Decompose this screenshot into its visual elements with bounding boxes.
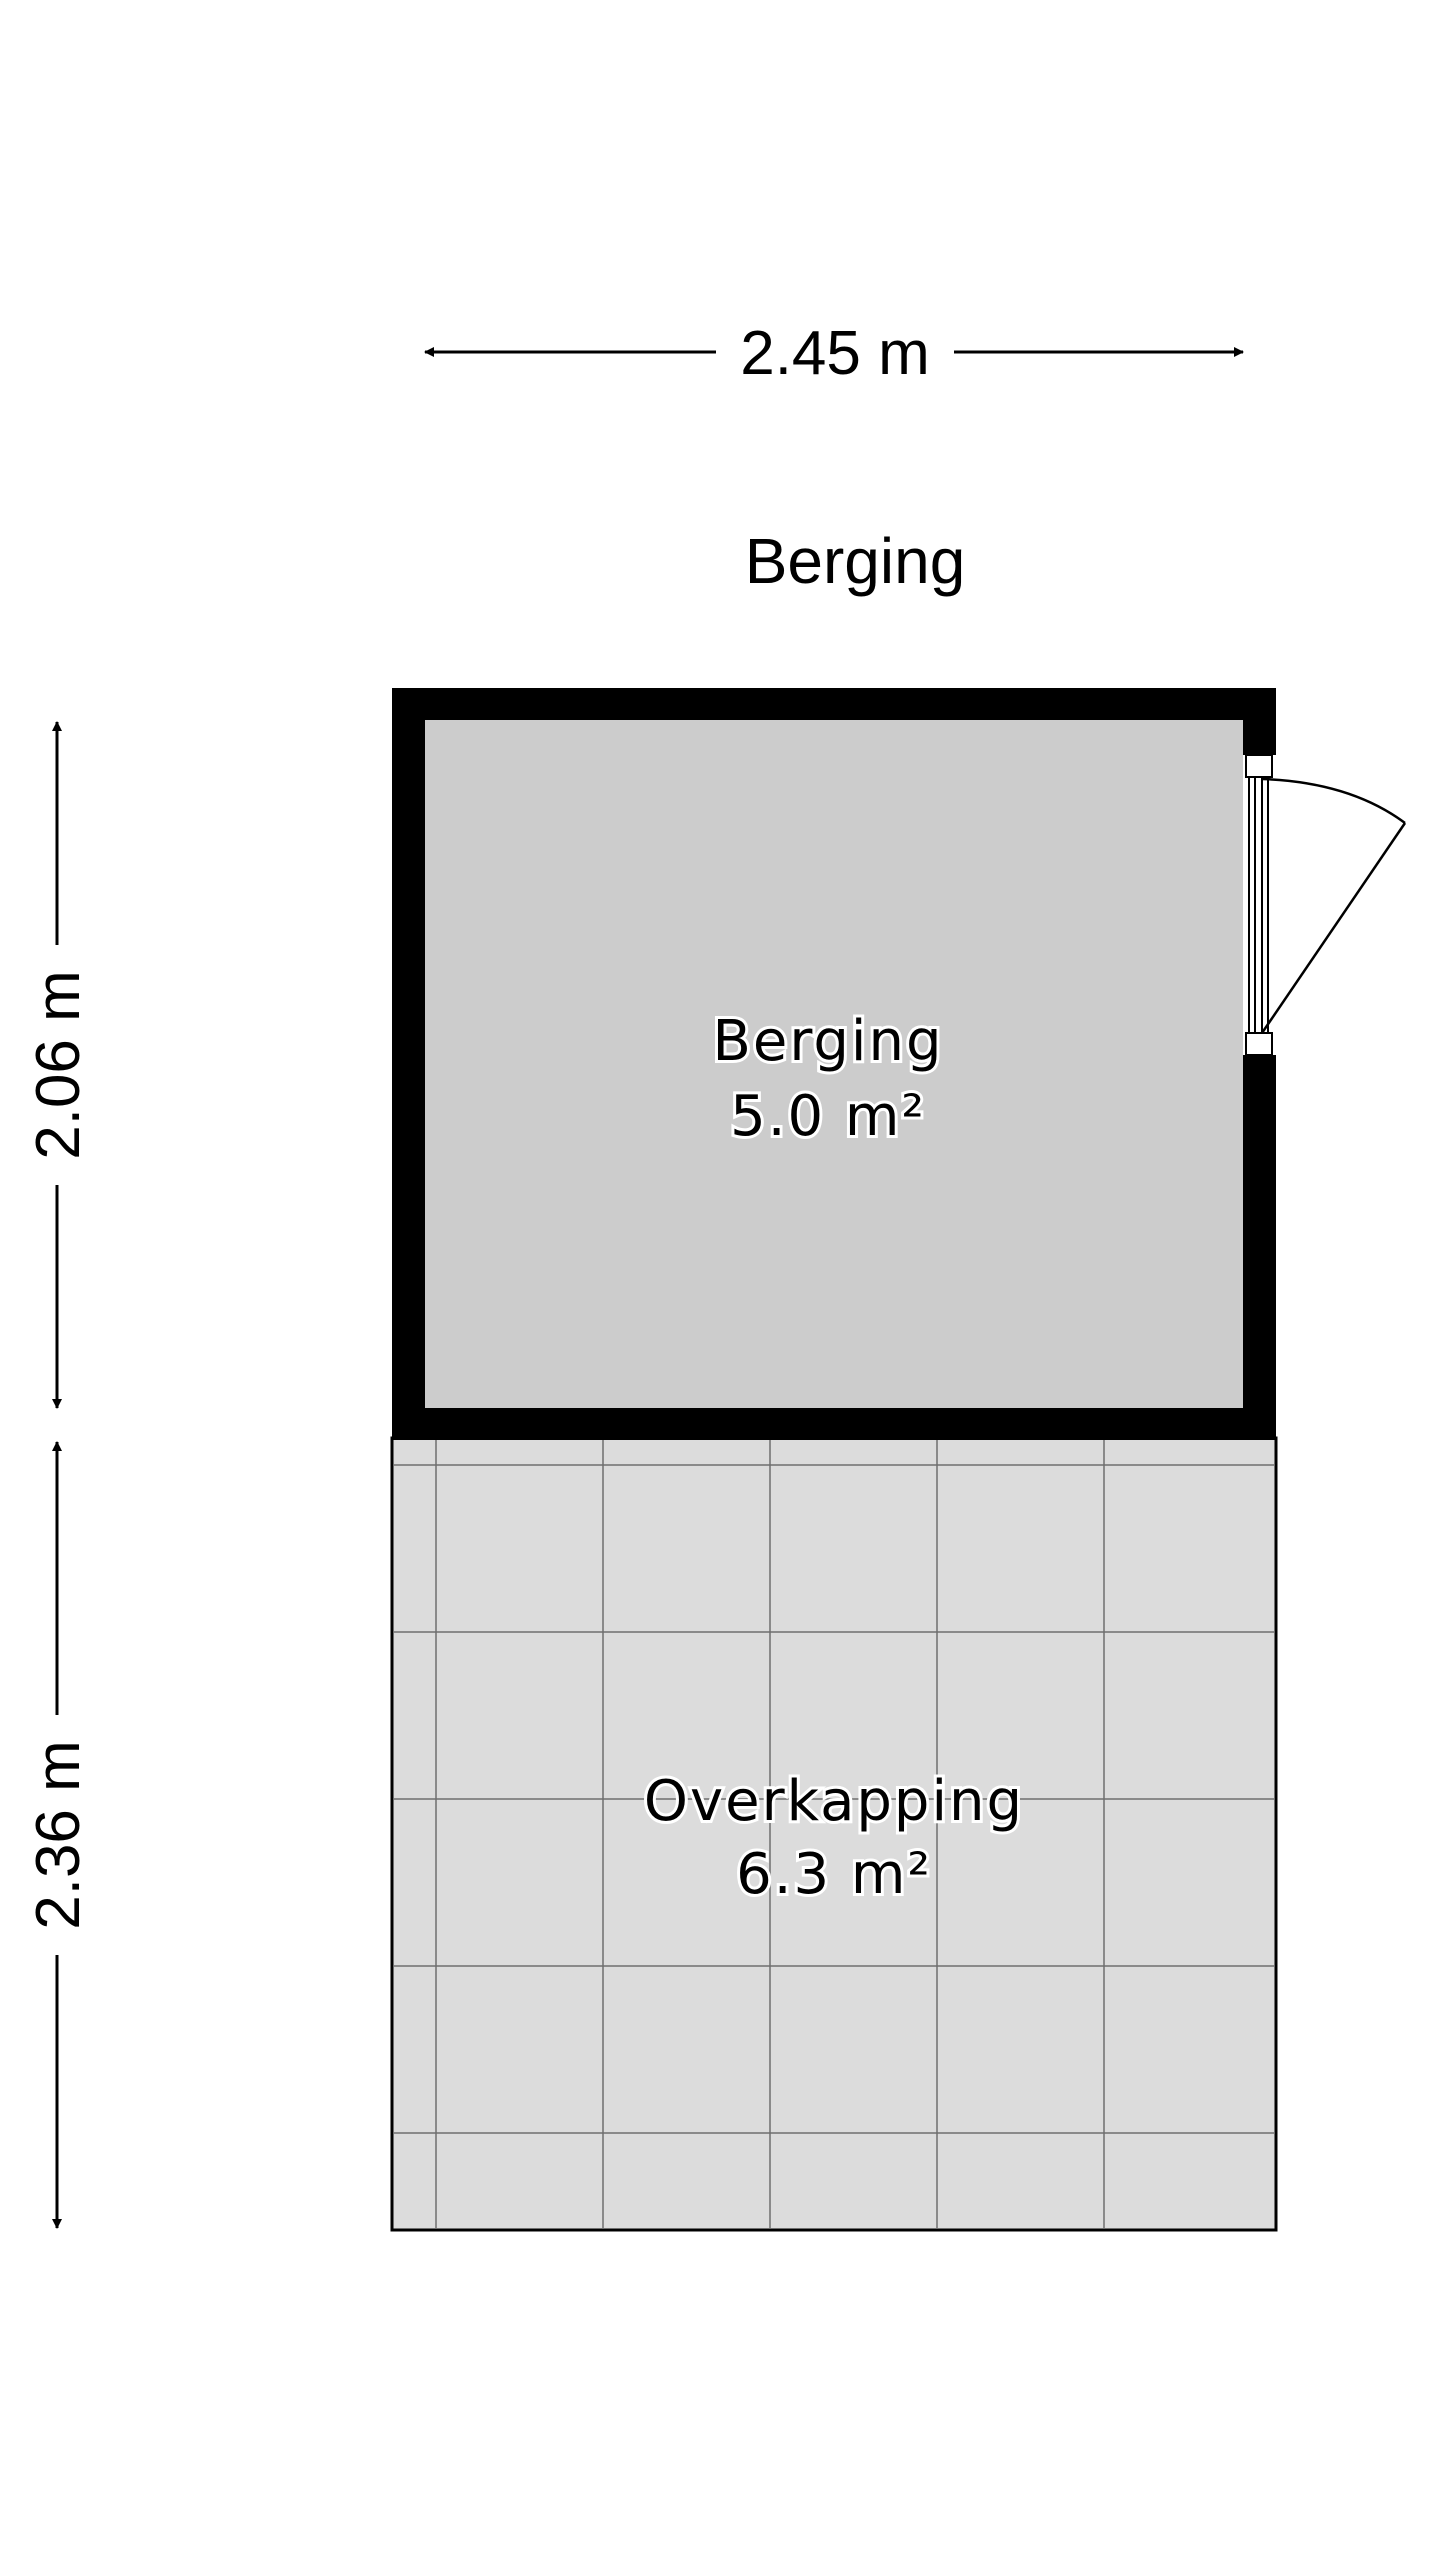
door-frame [1245,754,1273,1056]
room-name-overkapping: Overkapping [644,1769,1024,1834]
dimension-left-upper-label: 2.06 m [24,970,93,1160]
door-swing [1260,777,1407,1034]
overkapping-area [390,1436,1278,2232]
berging-floor [425,720,1243,1408]
room-name-berging: Berging [712,1009,943,1074]
room-area-overkapping: 6.3 m² [736,1842,932,1907]
dimension-left-upper: 2.06 m [24,721,93,1409]
dimension-top-label: 2.45 m [740,319,930,388]
plan-title: Berging [745,525,966,597]
dimension-top: 2.45 m [424,319,1244,388]
dimension-left-lower: 2.36 m [24,1441,93,2229]
dimension-left-lower-label: 2.36 m [24,1740,93,1930]
berging-room [392,688,1407,1440]
tile-grid [393,1440,1275,2229]
room-area-berging: 5.0 m² [730,1084,926,1149]
